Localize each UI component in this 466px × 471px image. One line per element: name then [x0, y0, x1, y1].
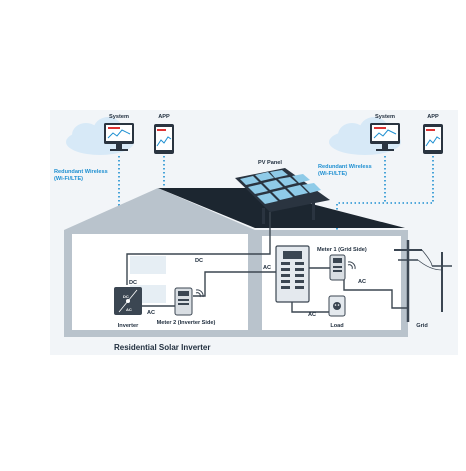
meter2-label: Meter 2 (Inverter Side)	[157, 320, 216, 326]
dc-top-label: DC	[195, 258, 203, 264]
room-left	[72, 234, 248, 330]
inverter-ac-mark: AC	[126, 307, 132, 312]
ac-right-label: AC	[358, 279, 366, 285]
grid-pole-icon	[394, 240, 452, 322]
load-label: Load	[330, 323, 344, 329]
system-monitor-right-icon	[370, 123, 400, 151]
wireless-right-sub-label: (Wi-Fi/LTE)	[318, 171, 347, 177]
app-right-label: APP	[427, 114, 439, 120]
system-right-label: System	[375, 114, 395, 120]
wireless-right-label: Redundant Wireless	[318, 164, 372, 170]
app-tablet-right-icon	[423, 124, 443, 154]
window-tile	[130, 256, 166, 274]
system-left-label: System	[109, 114, 129, 120]
dc-left-label: DC	[129, 280, 137, 286]
ac-left-label: AC	[147, 310, 155, 316]
ac-bottom-label: AC	[308, 312, 316, 318]
inverter-dc-mark: DC	[123, 294, 129, 299]
pv-panel-icon	[235, 168, 330, 224]
wireless-left-sub-label: (Wi-Fi/LTE)	[54, 176, 83, 182]
grid-label: Grid	[416, 323, 428, 329]
ac-mid-label: AC	[263, 265, 271, 271]
inverter-icon	[114, 287, 142, 315]
meter1-label: Meter 1 (Grid Side)	[317, 247, 367, 253]
meter2-icon	[174, 287, 193, 316]
app-left-label: APP	[158, 114, 170, 120]
breaker-panel-icon	[275, 245, 310, 303]
load-outlet-icon	[328, 295, 346, 317]
inverter-label: Inverter	[118, 323, 139, 329]
wifi-meter1-icon	[347, 261, 356, 270]
system-monitor-left-icon	[104, 123, 134, 151]
app-tablet-left-icon	[154, 124, 174, 154]
wireless-left-label: Redundant Wireless	[54, 169, 108, 175]
diagram-caption: Residential Solar Inverter	[114, 343, 210, 352]
pv-panel-label: PV Panel	[258, 160, 282, 166]
wifi-meter2-icon	[195, 289, 204, 298]
meter1-icon	[329, 254, 346, 281]
